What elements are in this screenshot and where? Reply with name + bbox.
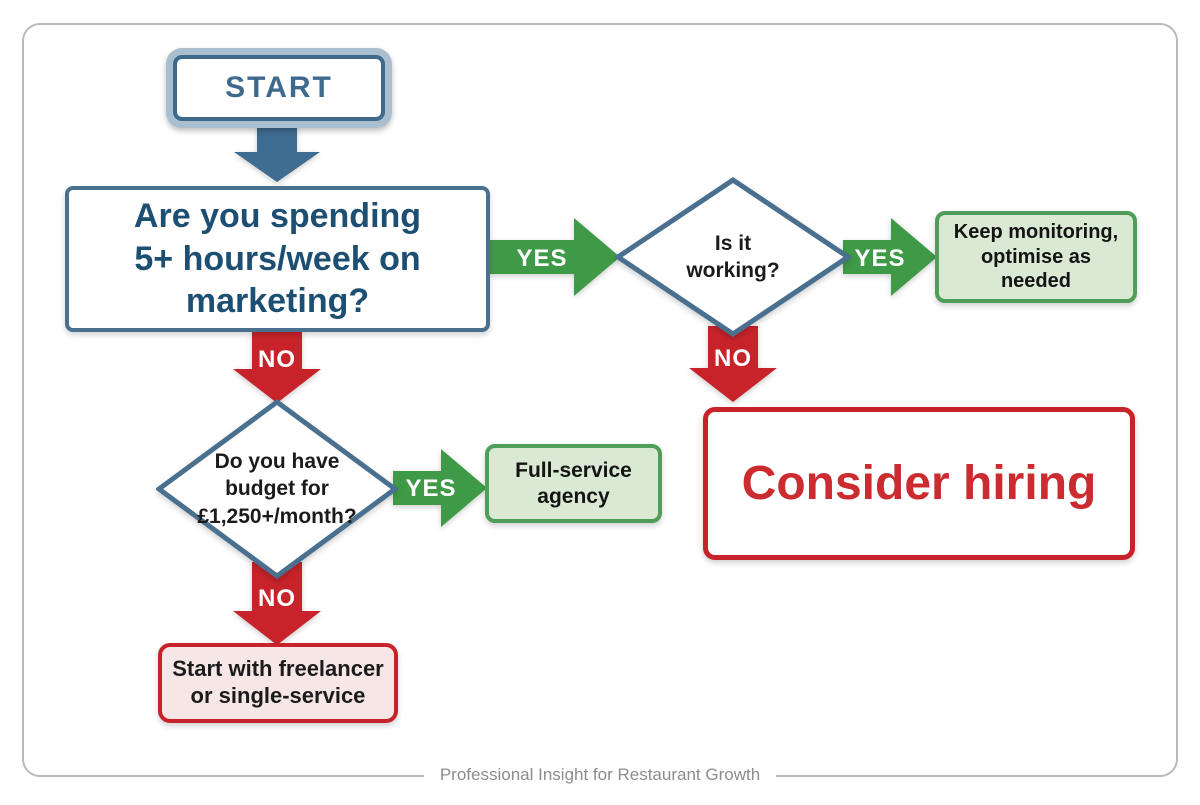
- edge-label-working-yes: YES: [854, 245, 906, 272]
- budget-no-down-arrow-icon: [233, 562, 321, 645]
- edge-label-hours-yes: YES: [516, 245, 568, 272]
- decision-budget-label: Do you have budget for £1,250+/month?: [197, 450, 357, 528]
- start-node-label: START: [173, 55, 385, 121]
- start-node: START: [166, 48, 392, 128]
- start-down-arrow-icon: [234, 126, 320, 182]
- decision-working-diamond: [615, 177, 851, 337]
- working-no-down-arrow-icon: [689, 326, 777, 402]
- decision-working-label: Is it working?: [686, 231, 780, 282]
- hours-yes-right-arrow-icon: [490, 218, 620, 296]
- outcome-monitor-node: Keep monitoring, optimise as needed: [935, 211, 1137, 303]
- hours-no-down-arrow-icon: [233, 332, 321, 403]
- budget-yes-right-arrow-icon: [393, 449, 487, 527]
- edge-label-hours-no: NO: [258, 346, 296, 373]
- working-yes-right-arrow-icon: [843, 218, 937, 296]
- question-hours-node: Are you spending 5+ hours/week on market…: [65, 186, 490, 332]
- edge-label-working-no: NO: [714, 345, 752, 372]
- outcome-agency-node: Full-service agency: [485, 444, 662, 523]
- outcome-freelancer-node: Start with freelancer or single-service: [158, 643, 398, 723]
- edge-label-budget-no: NO: [258, 585, 296, 612]
- edge-label-budget-yes: YES: [405, 475, 457, 502]
- footer-caption: Professional Insight for Restaurant Grow…: [423, 765, 777, 785]
- decision-budget-diamond: [156, 399, 398, 579]
- outcome-hire-node: Consider hiring: [703, 407, 1135, 560]
